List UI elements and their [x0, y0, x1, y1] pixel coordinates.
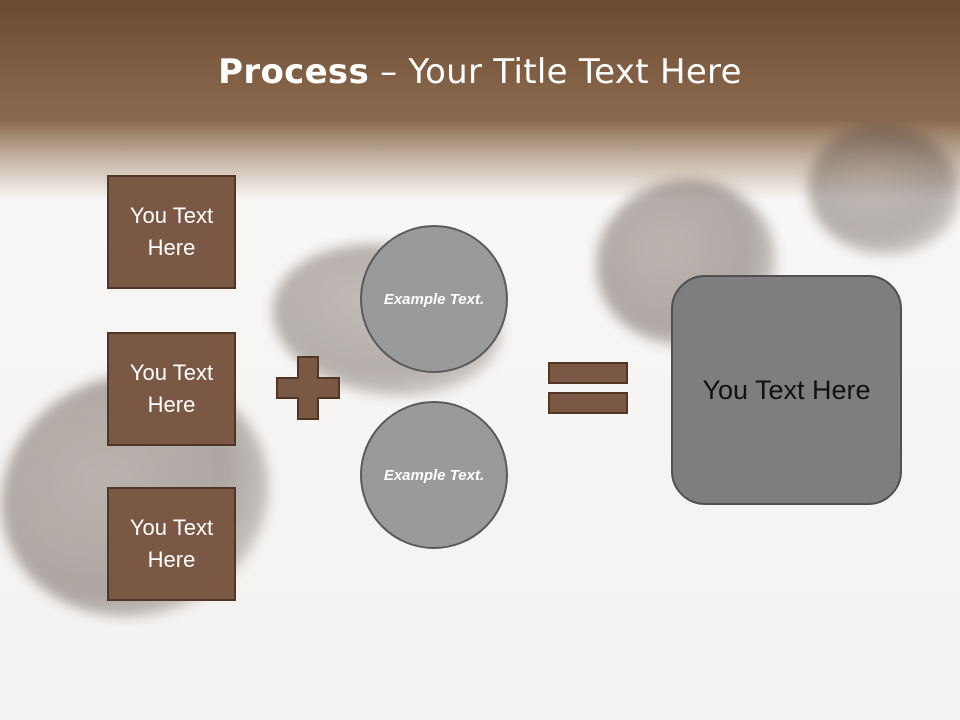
equals-icon — [548, 362, 628, 414]
plus-icon — [276, 356, 340, 420]
slide-title: Process – Your Title Text Here — [0, 52, 960, 92]
example-circle-2: Example Text. — [360, 401, 508, 549]
input-box-1: You Text Here — [107, 175, 236, 289]
result-box: You Text Here — [671, 275, 902, 505]
example-circle-1: Example Text. — [360, 225, 508, 373]
input-box-3: You Text Here — [107, 487, 236, 601]
title-rest: – Your Title Text Here — [369, 52, 742, 92]
header-band — [0, 0, 960, 200]
input-box-2: You Text Here — [107, 332, 236, 446]
title-bold: Process — [218, 52, 370, 92]
